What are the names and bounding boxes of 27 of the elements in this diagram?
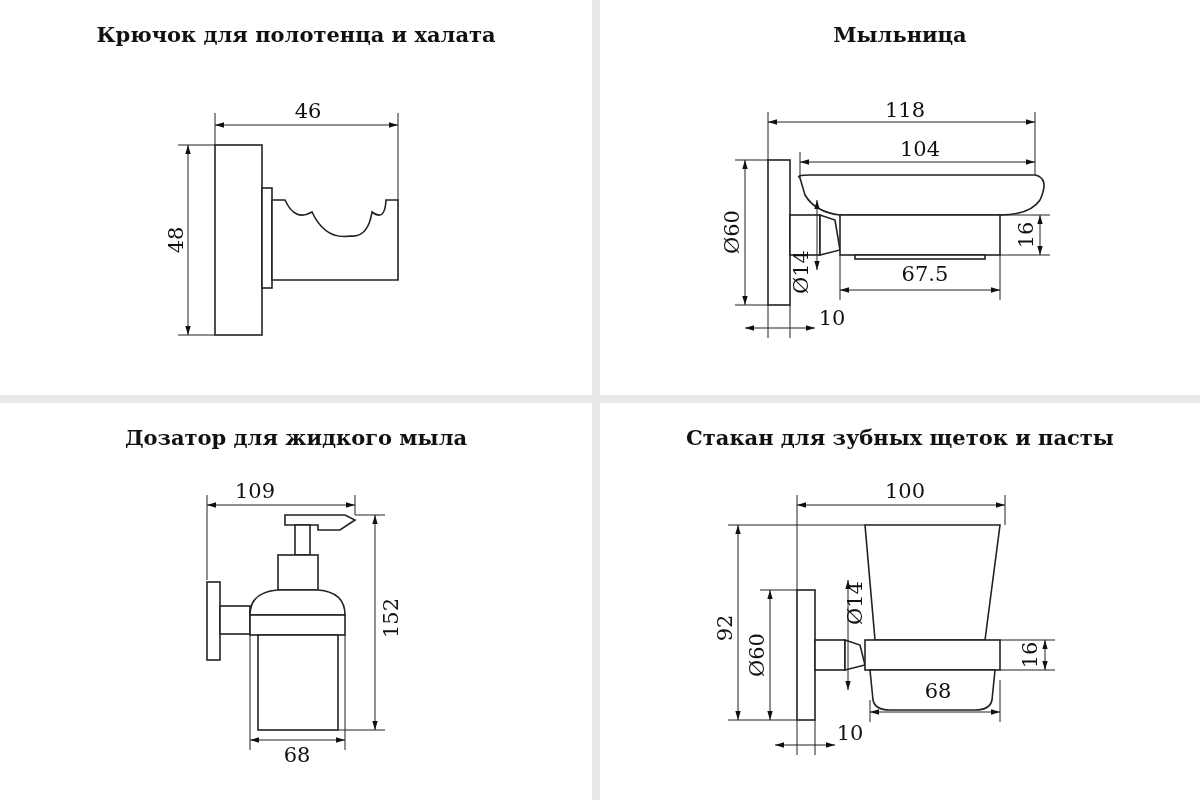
dimension-label: Ø60: [746, 633, 768, 677]
panel-title: Крючок для полотенца и халата: [96, 22, 496, 47]
dimension-label: 118: [884, 99, 926, 121]
dimension-label: 10: [836, 722, 864, 744]
drawing-panel: [600, 403, 1200, 800]
dimension-label: 48: [165, 226, 187, 254]
drawing-panel: [600, 0, 1200, 395]
dimension-label: Ø60: [721, 210, 743, 254]
dimension-label: 104: [899, 138, 941, 160]
dimension-label: 100: [884, 480, 926, 502]
dimension-label: 68: [924, 680, 952, 702]
panel-title: Дозатор для жидкого мыла: [124, 425, 468, 450]
dimension-label: 10: [818, 307, 846, 329]
dimension-label: 92: [714, 614, 736, 642]
dimension-label: 46: [294, 100, 322, 122]
drawing-panel: [0, 403, 592, 800]
dimension-label: 16: [1015, 221, 1037, 249]
dimension-label: 67.5: [901, 263, 949, 285]
dimension-label: Ø14: [844, 581, 866, 625]
panel-title: Мыльница: [833, 22, 967, 47]
dimension-label: 68: [283, 744, 311, 766]
drawing-panel: [0, 0, 592, 395]
dimension-label: 16: [1019, 641, 1041, 669]
dimension-label: 109: [234, 480, 276, 502]
dimension-label: Ø14: [790, 250, 812, 294]
panel-title: Стакан для зубных щеток и пасты: [686, 425, 1114, 450]
dimension-label: 152: [380, 597, 402, 639]
